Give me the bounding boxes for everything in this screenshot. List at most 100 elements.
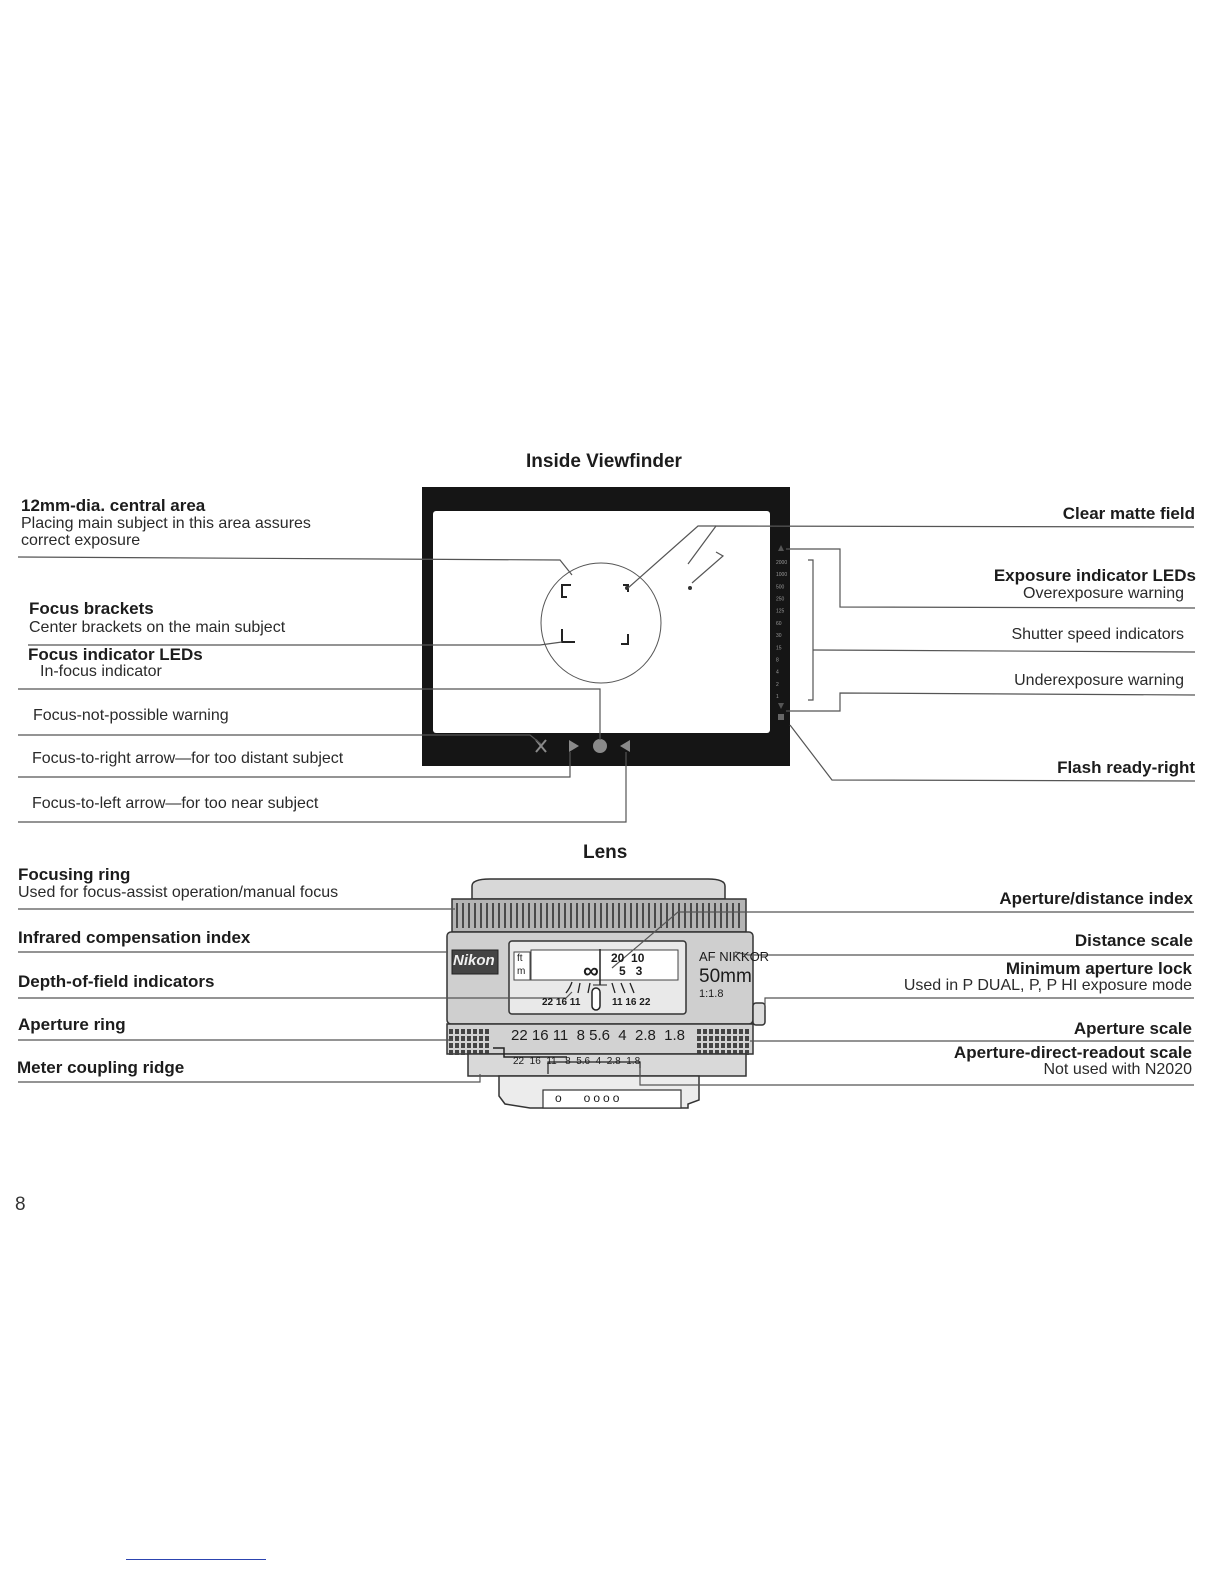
label-focus-leds-desc: In-focus indicator: [40, 663, 162, 680]
viewfinder-leader-lines: [17, 525, 1196, 823]
meter-coupling-ridge: [493, 1047, 567, 1058]
aperture-grip-block: [467, 1043, 471, 1048]
aperture-grip-block: [449, 1050, 453, 1055]
model-line-2: 50mm: [699, 966, 752, 987]
aperture-grip-block: [455, 1029, 459, 1034]
aperture-grip-block: [455, 1043, 459, 1048]
aperture-grip-block: [479, 1036, 483, 1041]
aperture-grip-block: [709, 1029, 713, 1034]
aperture-grip-block: [479, 1043, 483, 1048]
aperture-grip-block: [697, 1029, 701, 1034]
aperture-grip-block: [721, 1029, 725, 1034]
aperture-grip-block: [467, 1050, 471, 1055]
aperture-grip-block: [727, 1029, 731, 1034]
aperture-grip-block: [473, 1029, 477, 1034]
aperture-grip-block: [449, 1029, 453, 1034]
label-focus-right-arrow: Focus-to-right arrow—for too distant sub…: [32, 750, 344, 767]
aperture-grip-block: [739, 1050, 743, 1055]
aperture-grip-block: [745, 1029, 749, 1034]
aperture-grip-block: [485, 1043, 489, 1048]
aperture-grip-block: [733, 1029, 737, 1034]
focusing-ring-grip: [451, 898, 747, 933]
central-area-circle: [540, 562, 662, 684]
aperture-grip-block: [449, 1036, 453, 1041]
shutter-speed-value: 15: [776, 645, 782, 651]
aperture-grip-block: [461, 1029, 465, 1034]
label-focusing-ring-title: Focusing ring: [18, 865, 131, 884]
aperture-grip-block: [721, 1036, 725, 1041]
label-central-area-desc: Placing main subject in this area assure…: [21, 515, 311, 549]
aperture-grip-block: [467, 1036, 471, 1041]
distance-scale-ft: 20 10: [611, 951, 645, 965]
aperture-grip-block: [461, 1043, 465, 1048]
label-aperture-ring: Aperture ring: [18, 1015, 126, 1034]
aperture-grip-block: [733, 1043, 737, 1048]
shutter-speed-value: 250: [776, 597, 785, 603]
aperture-grip-block: [479, 1050, 483, 1055]
aperture-scale-text: 22 16 11 8 5.6 4 2.8 1.8: [511, 1027, 686, 1044]
shutter-speed-value: 4: [776, 670, 779, 676]
label-shutter-speed-indicators: Shutter speed indicators: [1011, 626, 1184, 643]
footer-rule: [126, 1559, 266, 1560]
aperture-grip-block: [727, 1050, 731, 1055]
aperture-grip-block: [739, 1036, 743, 1041]
page-number: 8: [15, 1194, 26, 1215]
aperture-grip-block: [485, 1029, 489, 1034]
label-focus-brackets-desc: Center brackets on the main subject: [29, 619, 286, 636]
label-meter-coupling-ridge: Meter coupling ridge: [17, 1058, 185, 1077]
aperture-grip-block: [727, 1036, 731, 1041]
overexposure-arrow-icon: [778, 545, 784, 551]
label-readout-scale-title: Aperture-direct-readout scale: [953, 1043, 1192, 1062]
shutter-speed-value: 8: [776, 657, 779, 663]
focus-indicator-leds: [535, 739, 630, 753]
model-line-3: 1:1.8: [699, 988, 724, 1000]
viewfinder-title: Inside Viewfinder: [526, 451, 682, 472]
distance-scale-m: 5 3: [619, 964, 643, 978]
aperture-grip-block: [473, 1050, 477, 1055]
aperture-grip-block: [697, 1043, 701, 1048]
aperture-grip-block: [709, 1036, 713, 1041]
label-distance-scale: Distance scale: [1074, 931, 1193, 950]
aperture-grip-block: [703, 1043, 707, 1048]
aperture-grip-block: [455, 1036, 459, 1041]
aperture-grip-block: [473, 1043, 477, 1048]
aperture-grip-block: [479, 1029, 483, 1034]
aperture-grip-block: [709, 1043, 713, 1048]
label-exposure-leds-title: Exposure indicator LEDs: [993, 566, 1196, 585]
shutter-speed-value: 1000: [776, 572, 787, 578]
aperture-grip-block: [485, 1036, 489, 1041]
aperture-grip-block: [727, 1043, 731, 1048]
lens-diagram: [446, 878, 766, 1109]
flash-ready-icon: [778, 714, 784, 720]
aperture-readout-text: 22 16 11 8 5.6 4 2.8 1.8: [513, 1056, 641, 1067]
aperture-grip-block: [745, 1043, 749, 1048]
aperture-grip-block: [703, 1036, 707, 1041]
shutter-speed-value: 500: [776, 584, 785, 590]
shutter-speed-value: 1: [776, 694, 779, 700]
aperture-grip-block: [733, 1050, 737, 1055]
aperture-grip-block: [715, 1050, 719, 1055]
label-central-area-title: 12mm-dia. central area: [21, 496, 206, 515]
label-focusing-ring-desc: Used for focus-assist operation/manual f…: [18, 884, 339, 901]
aperture-grip-block: [709, 1050, 713, 1055]
shutter-speed-value: 2000: [776, 560, 787, 566]
model-line-1: AF NIKKOR: [699, 949, 770, 964]
in-focus-led-icon: [593, 739, 607, 753]
label-aperture-distance-index: Aperture/distance index: [999, 889, 1193, 908]
aperture-grip-block: [745, 1036, 749, 1041]
aperture-grip-block: [739, 1029, 743, 1034]
aperture-grip-block: [721, 1050, 725, 1055]
label-focus-leds-title: Focus indicator LEDs: [28, 645, 203, 664]
aperture-grip-block: [745, 1050, 749, 1055]
aperture-grip-block: [721, 1043, 725, 1048]
aperture-grip-block: [715, 1043, 719, 1048]
aperture-grip-block: [473, 1036, 477, 1041]
infinity-mark: ∞: [583, 958, 599, 983]
aperture-grip-block: [703, 1029, 707, 1034]
minimum-aperture-lock: [752, 1002, 766, 1026]
label-clear-matte-field: Clear matte field: [1062, 504, 1195, 523]
dof-scale-left: 22 16 11: [542, 997, 581, 1008]
shutter-speed-value: 125: [776, 609, 785, 615]
aperture-grip-block: [733, 1036, 737, 1041]
